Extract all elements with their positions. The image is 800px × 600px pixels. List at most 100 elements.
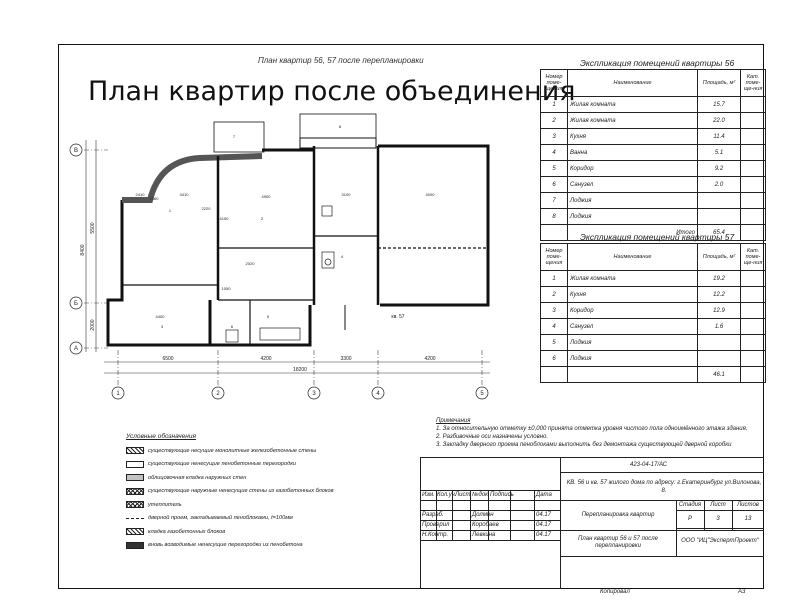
legend-swatch [126,528,144,536]
axis-label-1: 1 [116,391,120,397]
dim-v-2: 5500 [90,222,96,233]
copied-label: Копировал [600,589,630,595]
axis-marker-2 [211,386,225,400]
dim-h-3: 3300 [340,356,351,362]
table57-total-label [567,366,698,383]
room-dim-5: 2410 [136,192,146,197]
axis-marker-a [69,341,83,355]
table57-header-name: Наименование [567,243,698,271]
staff-name: Коробаев [472,522,499,528]
legend-swatch [126,517,144,519]
column-header-date: Дата [536,492,552,498]
building-walls [106,113,490,347]
sheets-header: Листов [737,502,759,508]
room-marker-7: 7 [233,134,236,139]
room-dim-4: 4000 [426,192,436,197]
table57-header-num: Номер поме-щения [540,243,568,271]
staff-date: 04.17 [536,512,552,518]
room-marker-1: 1 [169,208,172,213]
room-dim-11: 4150 [220,216,230,221]
legend-header: Условные обозначения [126,433,196,440]
room-dim-1: 3410 [180,192,190,197]
room-dim-3: 3100 [342,192,352,197]
axis-label-b: Б [74,301,78,307]
column-header-sheet: Лист [455,492,471,498]
room-marker-2: 2 [261,216,264,221]
column-header-count: Кол.уч. [437,492,457,498]
legend-item: дверной проем, закладываемый пеноблоками… [126,512,334,526]
legend-item: облицовочная кладка наружных стен [126,471,334,485]
table56: Номер поме-щения Наименование Площадь, м… [540,69,766,241]
staff-date: 04.17 [536,522,552,528]
table57-total: 46.1 [697,366,741,383]
axis-marker-1 [111,386,125,400]
column-header-signature: Подпись [490,492,514,498]
table56-total-row: Итого 65.4 [540,224,766,241]
legend-item: существующие несущие монолитные железобе… [126,444,334,458]
axis-markers [69,143,489,400]
axis-marker-5 [475,386,489,400]
legend-item: существующие наружные ненесущие стены из… [126,485,334,499]
project-name: Перепланировка квартир [581,512,655,518]
column-header-change: Изм. [422,492,435,498]
table57: Номер поме-щения Наименование Площадь, м… [540,243,766,383]
notes: Примечания 1. За относительную отметку ±… [436,417,747,449]
stage-value: Р [687,516,692,522]
legend: Условные обозначения существующие несущи… [126,433,334,552]
axis-grid [84,149,483,388]
sheet-name: План квартир 56 и 57 после перепланировк… [578,536,658,549]
staff-name: Левкина [472,532,496,538]
table57-caption: Экспликация помещений квартиры 57 [580,232,735,242]
column-header-doc: №док. [472,492,490,498]
staff-name: Долмин [472,512,494,518]
object-address: КВ. 56 и кв. 57 жилого дома по адресу: г… [566,480,762,494]
table57-header-area: Площадь, м² [697,243,741,271]
table56-header-name: Наименование [567,69,698,97]
notes-header: Примечания [436,418,471,424]
dim-v-1: 8400 [80,244,86,255]
sheet-value: 3 [716,516,720,522]
axis-label-5: 5 [480,391,484,397]
room-marker-5: 5 [267,314,270,319]
axis-marker-3 [307,386,321,400]
legend-swatch [126,541,144,549]
dim-v-3: 2000 [90,319,96,330]
axis-marker-4 [371,386,385,400]
staff-role: Проверил [422,522,450,528]
legend-item: существующие ненесущие пенобетонные пере… [126,458,334,472]
room-marker-4: 4 [341,254,344,259]
dimension-lines [85,140,490,374]
staff-date: 04.17 [536,532,552,538]
staff-role: Н.Контр. [422,532,449,538]
document-code: 423-04-17/АС [630,462,668,468]
axis-label-v: В [74,148,78,154]
axis-marker-b [69,296,83,310]
dim-h-1: 6500 [162,356,173,362]
legend-swatch [126,447,144,455]
table57-header-cat: Кат. поме-ще-ния [740,243,766,271]
table56-header-area: Площадь, м² [697,69,741,97]
format-label: А3 [738,589,746,595]
legend-item: утеплитель [126,498,334,512]
axis-marker-v [69,143,83,157]
note-item: 2. Разбивочные оси назначены условно. [436,434,549,440]
room-dim-8: 1050 [222,286,232,291]
legend-item: кладка газобетонных блоков [126,525,334,539]
room-dim-7: 2020 [246,261,256,266]
note-item: 1. За относительную отметку ±0,000 приня… [436,426,748,432]
stage-header: Стадия [678,502,702,508]
company-name: ООО "ИЦ"ЭкспертПроект" [681,538,759,544]
sanitary-fixtures [225,205,335,343]
